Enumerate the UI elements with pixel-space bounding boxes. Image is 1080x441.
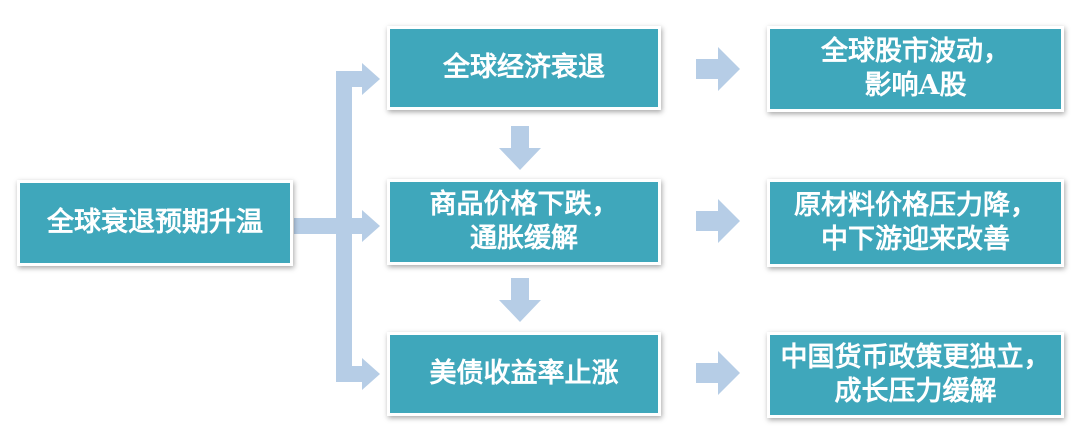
level2-node-2-label: 原材料价格压力降， 中下游迎来改善 — [794, 190, 1037, 255]
right-arrow-2 — [696, 199, 740, 243]
right-arrow-1 — [696, 47, 740, 91]
down-arrow-2 — [499, 278, 541, 322]
right-arrows — [696, 47, 740, 395]
level1-node-2-label: 商品价格下跌， 通胀缓解 — [429, 189, 619, 254]
level1-node-1-label: 全球经济衰退 — [443, 52, 605, 83]
level2-node-3-label: 中国货币政策更独立， 成长压力缓解 — [780, 342, 1051, 407]
root-node: 全球衰退预期升温 — [17, 180, 293, 266]
root-node-label: 全球衰退预期升温 — [47, 207, 263, 238]
level1-node-3: 美债收益率止涨 — [387, 332, 661, 416]
level1-node-1: 全球经济衰退 — [387, 26, 661, 110]
down-arrows — [499, 126, 541, 322]
level2-node-3: 中国货币政策更独立， 成长压力缓解 — [767, 332, 1064, 418]
level2-node-2: 原材料价格压力降， 中下游迎来改善 — [767, 179, 1064, 267]
level2-node-1: 全球股市波动， 影响A股 — [767, 26, 1064, 112]
level1-node-2: 商品价格下跌， 通胀缓解 — [387, 179, 661, 265]
down-arrow-1 — [499, 126, 541, 170]
right-arrow-3 — [696, 351, 740, 395]
root-bracket-connector — [294, 63, 380, 390]
level2-node-1-label: 全球股市波动， 影响A股 — [821, 36, 1010, 101]
level1-node-3-label: 美债收益率止涨 — [429, 358, 619, 389]
